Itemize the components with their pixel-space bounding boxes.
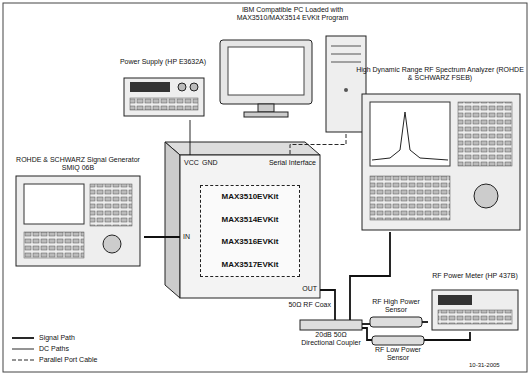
evkit-box: VCCGNDSerial InterfaceINOUTMAX3510EVKitM… [180,155,320,298]
cable-label: 50Ω RF Coax [287,301,332,309]
sensor-body [370,317,422,327]
cable [362,323,370,325]
power-meter-drawing [432,290,518,330]
legend-sample [12,360,34,361]
kit-name: MAX3514EVKit [222,215,279,225]
device-label: High Dynamic Range RF Spectrum Analyzer … [356,66,524,82]
device-label: GND [202,159,218,167]
device-label: IBM Compatible PC Loaded with MAX3510/MA… [210,6,375,22]
power-sensor: RF Low Power Sensor [372,336,424,368]
kit-name: MAX3510EVKit [222,192,279,202]
cable [422,321,428,323]
legend-sample [12,337,34,339]
legend-text: DC Paths [38,345,70,353]
device-label: RF Low Power Sensor [372,346,424,362]
device-label: Power Supply (HP E3632A) [118,58,208,66]
pc: IBM Compatible PC Loaded with MAX3510/MA… [210,6,375,134]
kit-name: MAX3516EVKit [222,237,279,247]
directional-coupler: 20dB 50Ω Directional Coupler [300,320,362,348]
cable [362,328,372,340]
device-label: RF High Power Sensor [370,298,422,314]
signal-generator: ROHDE & SCHWARZ Signal Generator SMIQ 06… [12,156,144,270]
signal-generator-drawing [16,176,140,266]
device-label: OUT [302,285,317,293]
device-label: RF Power Meter (HP 437B) [428,272,522,280]
power-sensor: RF High Power Sensor [370,298,422,328]
kit-name: MAX3517EVKit [222,260,279,270]
device-label: VCC [184,159,199,167]
device-label: Serial Interface [269,159,316,167]
device-label: 20dB 50Ω Directional Coupler [300,331,362,347]
cable [424,332,470,340]
cable [144,236,180,238]
frame [3,3,527,372]
legend-text: Signal Path [38,334,76,342]
cable [290,134,346,155]
device-label: IN [183,233,190,241]
pc-drawing [220,36,366,132]
spectrum-analyzer: High Dynamic Range RF Spectrum Analyzer … [356,66,524,232]
device-label: ROHDE & SCHWARZ Signal Generator SMIQ 06… [12,156,144,172]
date-note: 10-31-2005 [468,361,501,369]
legend-text: Parallel Port Cable [38,356,98,364]
power-supply-drawing [124,78,204,116]
coupler-body [300,320,362,330]
cable [190,120,191,155]
power-meter: RF Power Meter (HP 437B) [428,272,522,332]
cable [350,232,390,320]
spectrum-analyzer-drawing [362,94,520,230]
power-supply: Power Supply (HP E3632A) [118,58,208,120]
sensor-body [372,336,424,345]
evkit-enclosure [165,142,320,298]
legend-sample [12,349,34,350]
evkit-list: MAX3510EVKitMAX3514EVKitMAX3516EVKitMAX3… [200,185,300,277]
